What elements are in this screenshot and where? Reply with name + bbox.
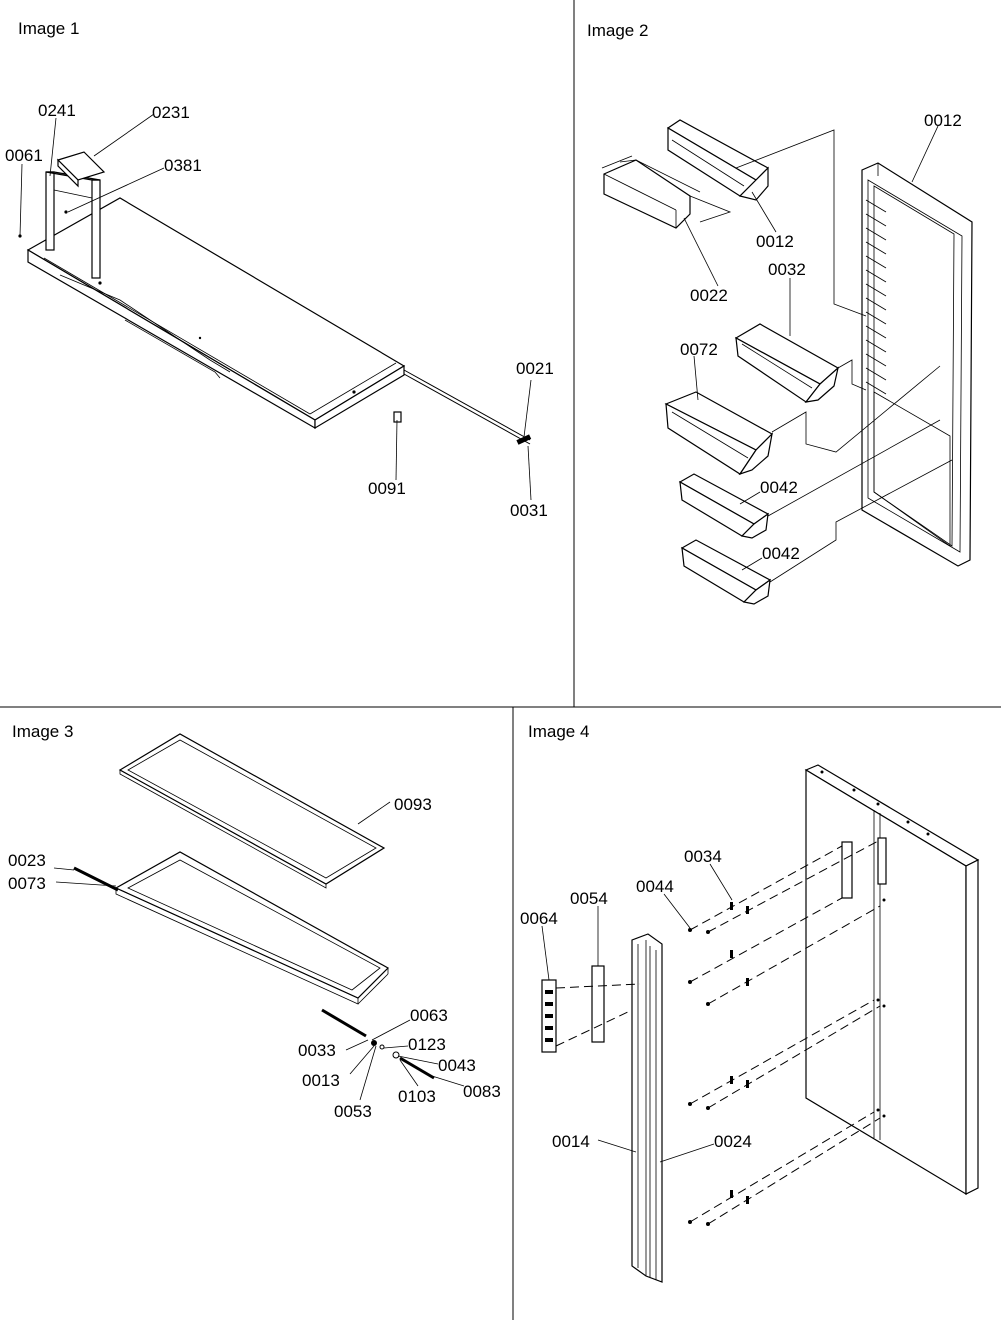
label-0021: 0021 bbox=[516, 359, 554, 378]
label-0014: 0014 bbox=[552, 1132, 590, 1151]
door-bin-0072 bbox=[664, 391, 773, 476]
image-1-panel: Image 1 bbox=[5, 19, 554, 520]
label-0093: 0093 bbox=[394, 795, 432, 814]
label-0044: 0044 bbox=[636, 877, 674, 896]
label-0073: 0073 bbox=[8, 874, 46, 893]
label-0091: 0091 bbox=[368, 479, 406, 498]
dairy-cover bbox=[603, 159, 701, 229]
label-0103: 0103 bbox=[398, 1087, 436, 1106]
door-shelf-0042-upper bbox=[678, 473, 770, 539]
screws bbox=[555, 839, 881, 1226]
shelf-assembly bbox=[18, 151, 532, 445]
label-0231: 0231 bbox=[152, 103, 190, 122]
label-0013: 0013 bbox=[302, 1071, 340, 1090]
label-0032: 0032 bbox=[768, 260, 806, 279]
label-0033: 0033 bbox=[298, 1041, 336, 1060]
label-0031: 0031 bbox=[510, 501, 548, 520]
label-0043: 0043 bbox=[438, 1056, 476, 1075]
panel-2-title: Image 2 bbox=[587, 21, 648, 40]
door-bin-0032 bbox=[734, 323, 840, 403]
label-0022: 0022 bbox=[690, 286, 728, 305]
label-0034: 0034 bbox=[684, 847, 722, 866]
door-shelf-0042-lower bbox=[680, 539, 772, 605]
dairy-bin bbox=[666, 119, 769, 201]
label-0042-upper: 0042 bbox=[760, 478, 798, 497]
label-0241: 0241 bbox=[38, 101, 76, 120]
image-2-panel: Image 2 bbox=[587, 21, 973, 605]
label-0072: 0072 bbox=[680, 340, 718, 359]
label-0012-bin: 0012 bbox=[756, 232, 794, 251]
label-0042-lower: 0042 bbox=[762, 544, 800, 563]
label-0061: 0061 bbox=[5, 146, 43, 165]
panel-3-title: Image 3 bbox=[12, 722, 73, 741]
label-0053: 0053 bbox=[334, 1102, 372, 1121]
panel-4-title: Image 4 bbox=[528, 722, 589, 741]
label-0024: 0024 bbox=[714, 1132, 752, 1151]
label-0123: 0123 bbox=[408, 1035, 446, 1054]
label-0023: 0023 bbox=[8, 851, 46, 870]
handle-extrusion bbox=[631, 933, 663, 1283]
crisper-frame bbox=[114, 851, 389, 1005]
image-3-panel: Image 3 00 bbox=[8, 722, 501, 1121]
glass-panel bbox=[118, 733, 386, 889]
panel-1-title: Image 1 bbox=[18, 19, 79, 38]
label-0381: 0381 bbox=[164, 156, 202, 175]
label-0012-door: 0012 bbox=[924, 111, 962, 130]
door-liner bbox=[861, 162, 973, 567]
end-cap-0054 bbox=[591, 965, 605, 1043]
label-0054: 0054 bbox=[570, 889, 608, 908]
end-cap-0064 bbox=[541, 979, 557, 1053]
door-panel bbox=[804, 764, 980, 1196]
label-0064: 0064 bbox=[520, 909, 558, 928]
image-4-panel: Image 4 bbox=[520, 722, 980, 1283]
label-0083: 0083 bbox=[463, 1082, 501, 1101]
label-0063: 0063 bbox=[410, 1006, 448, 1025]
